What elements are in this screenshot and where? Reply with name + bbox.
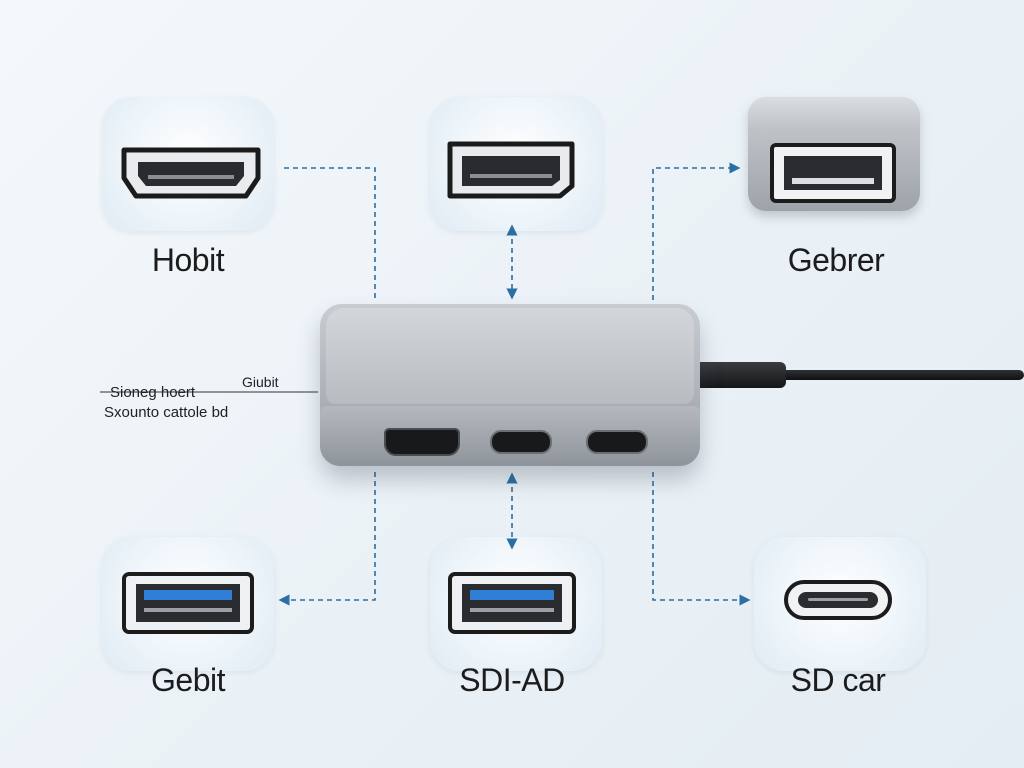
hub-hdmi-port-icon [384,428,460,456]
label-bottom-right: SD car [790,662,886,698]
label-top-right: Gebrer [787,242,885,278]
label-bottom-center: SDI-AD [459,662,565,698]
link-hdmi [284,167,376,300]
label-bottom-left: Gebit [151,662,225,698]
cable-plug [694,362,786,388]
usb-3-port-icon-center [448,572,576,634]
hdmi-port-icon [121,147,261,199]
side-note-line2: Sxounto cattole bd [104,404,229,421]
usb-hub [320,304,700,466]
link-usb-a [652,162,741,300]
label-top-left: Hobit [151,242,225,278]
hub-usb-c-port-icon-1 [490,430,552,454]
side-note-line1: Sioneg hoert [110,384,196,401]
usb-c-port-icon [784,580,892,620]
link-usb-c [652,472,751,606]
usb-c-cable [700,370,1024,380]
link-usb3-left [278,472,376,606]
displayport-icon [447,141,575,199]
hub-top-surface [326,308,694,404]
usb-3-port-icon-left [122,572,254,634]
side-note-tag: Giubit [242,374,279,390]
hub-usb-c-port-icon-2 [586,430,648,454]
usb-a-port-icon [770,143,896,203]
